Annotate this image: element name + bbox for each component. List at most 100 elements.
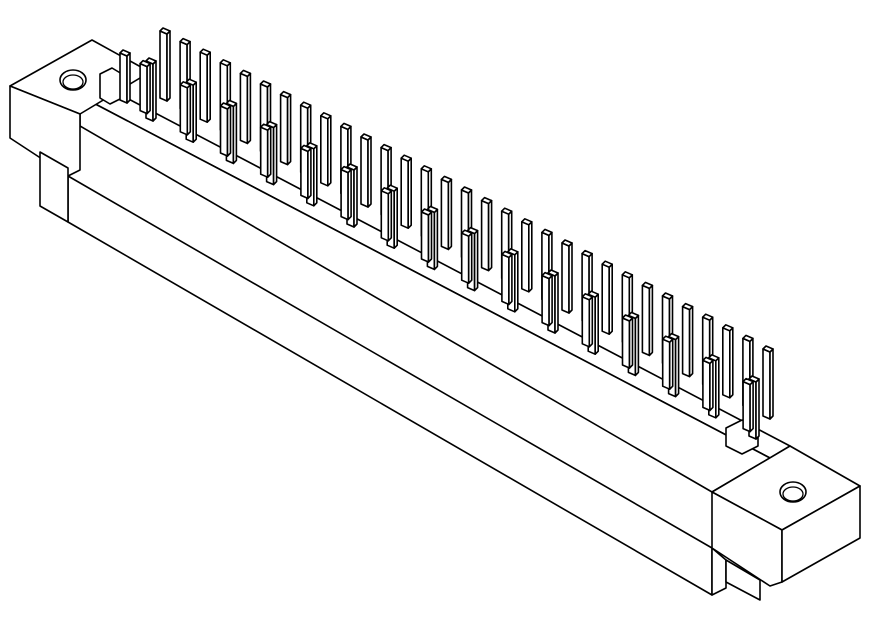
pin-r1-11 [360,133,372,208]
pin-r1-16-tip [460,186,473,194]
pin-r1-31-side [769,348,774,420]
pin-r1-5-side [246,72,252,145]
pin-r1-14-tip [420,165,433,173]
pin-r1-31-tip [762,345,774,353]
pin-r1-9 [320,112,332,187]
pin-r1-25-side [648,284,654,357]
pin-r2-1-side [152,60,157,122]
pin-r1-27 [681,302,694,378]
pin-r1-18-tip [500,207,513,215]
pin-r3-4-shaft [179,84,189,136]
ear-right-side [781,485,861,583]
pin-r1-27-side [688,305,694,378]
pin-r3-10-shaft [300,147,309,200]
pin-r1-21-tip [561,239,573,247]
pin-r2-17-side [473,229,479,292]
pin-r3-28-shaft [661,338,671,390]
pin-r3-8 [259,123,272,178]
pin-r3-12-tip [340,165,352,174]
pin-r1-3-side [206,51,211,123]
pin-r1-3-tip [199,48,211,56]
pin-r1-13-shaft [400,157,409,229]
pin-r2-21-tip [547,269,559,277]
pin-r3-18-side [467,232,473,284]
pin-r2-7-side [272,123,278,186]
pin-r3-30-side [709,359,714,412]
pin-r2-13-side [393,187,398,249]
pin-r1-8-tip [299,101,312,109]
pin-r3-2-side [146,62,151,115]
pin-r3-1-tip [119,49,131,57]
pin-r3-24-shaft [581,296,591,348]
pin-r1-3 [199,48,211,123]
pin-r2-25-side [634,314,640,377]
pin-r3-26-side [628,317,634,369]
pin-r3-18-shaft [460,232,470,284]
pin-r2-29-tip [708,354,720,362]
pin-r1-29-side [729,327,734,399]
pin-r1-29-shaft [722,327,731,399]
pin-r3-4-side [186,84,192,136]
pin-r1-1-shaft [159,30,168,102]
pin-r1-15 [440,175,453,251]
pin-r1-24-tip [621,271,634,279]
pin-r2-31-tip [748,375,760,383]
pin-array [119,27,774,440]
pin-r3-20-side [508,253,513,306]
pin-r1-25 [641,281,654,357]
pin-r1-17-side [487,199,493,272]
ear-right-notch [725,559,761,601]
pin-r1-28-tip [701,313,714,321]
pin-r3-28-tip [661,335,674,343]
pin-r3-4-tip [179,81,192,89]
pin-r1-13-tip [400,154,412,162]
pin-r3-10-tip [300,144,312,153]
pin-r3-30-shaft [702,359,711,412]
pin-r3-1-shaft [119,52,128,104]
pin-r1-22-tip [581,249,593,258]
pin-r2-9-tip [306,142,318,150]
pin-r3-22-shaft [541,274,550,327]
pin-r1-27-tip [681,302,694,311]
pin-r3-16 [420,208,433,263]
pin-r2-5-tip [225,99,238,108]
pin-r3-30 [702,356,714,412]
pin-r1-30-tip [742,334,754,343]
pin-r3-26 [621,314,634,369]
mounting-hole-right-inner [782,486,804,502]
pin-r3-2 [139,59,151,115]
key-left [99,67,123,105]
pin-r2-29-side [715,357,720,419]
pin-r3-14 [380,187,393,242]
pin-r2-5-side [232,102,238,165]
pin-r1-17 [480,196,493,272]
pin-r1-1-tip [159,27,171,35]
pin-r3-24-side [588,296,594,348]
ear-right-front [711,491,783,587]
mounting-ear-right [711,445,861,601]
pin-r1-23-tip [601,260,613,268]
pin-r3-24 [581,293,594,348]
pin-r3-14-tip [380,187,393,195]
pin-r3-22-tip [541,271,553,280]
pin-r2-23-side [594,293,599,355]
pin-r3-18 [460,229,473,284]
pin-r3-32 [742,377,754,433]
pin-r1-21 [561,239,573,314]
pin-r1-11-side [367,136,372,208]
pin-r3-16-side [427,211,433,263]
pin-r1-11-tip [360,133,372,141]
pin-r1-13-side [407,157,412,229]
pin-r3-12 [340,165,352,221]
pin-r1-19 [521,218,533,293]
pin-r1-23-shaft [601,263,610,335]
pin-r3-20-shaft [501,253,510,306]
pin-r1-23 [601,260,613,335]
body-right-end-face [711,547,727,596]
pin-r1-3-shaft [199,51,208,123]
pin-r1-7-side [286,93,292,166]
pin-r2-11-side [353,166,358,228]
pin-r1-12-tip [380,143,392,152]
